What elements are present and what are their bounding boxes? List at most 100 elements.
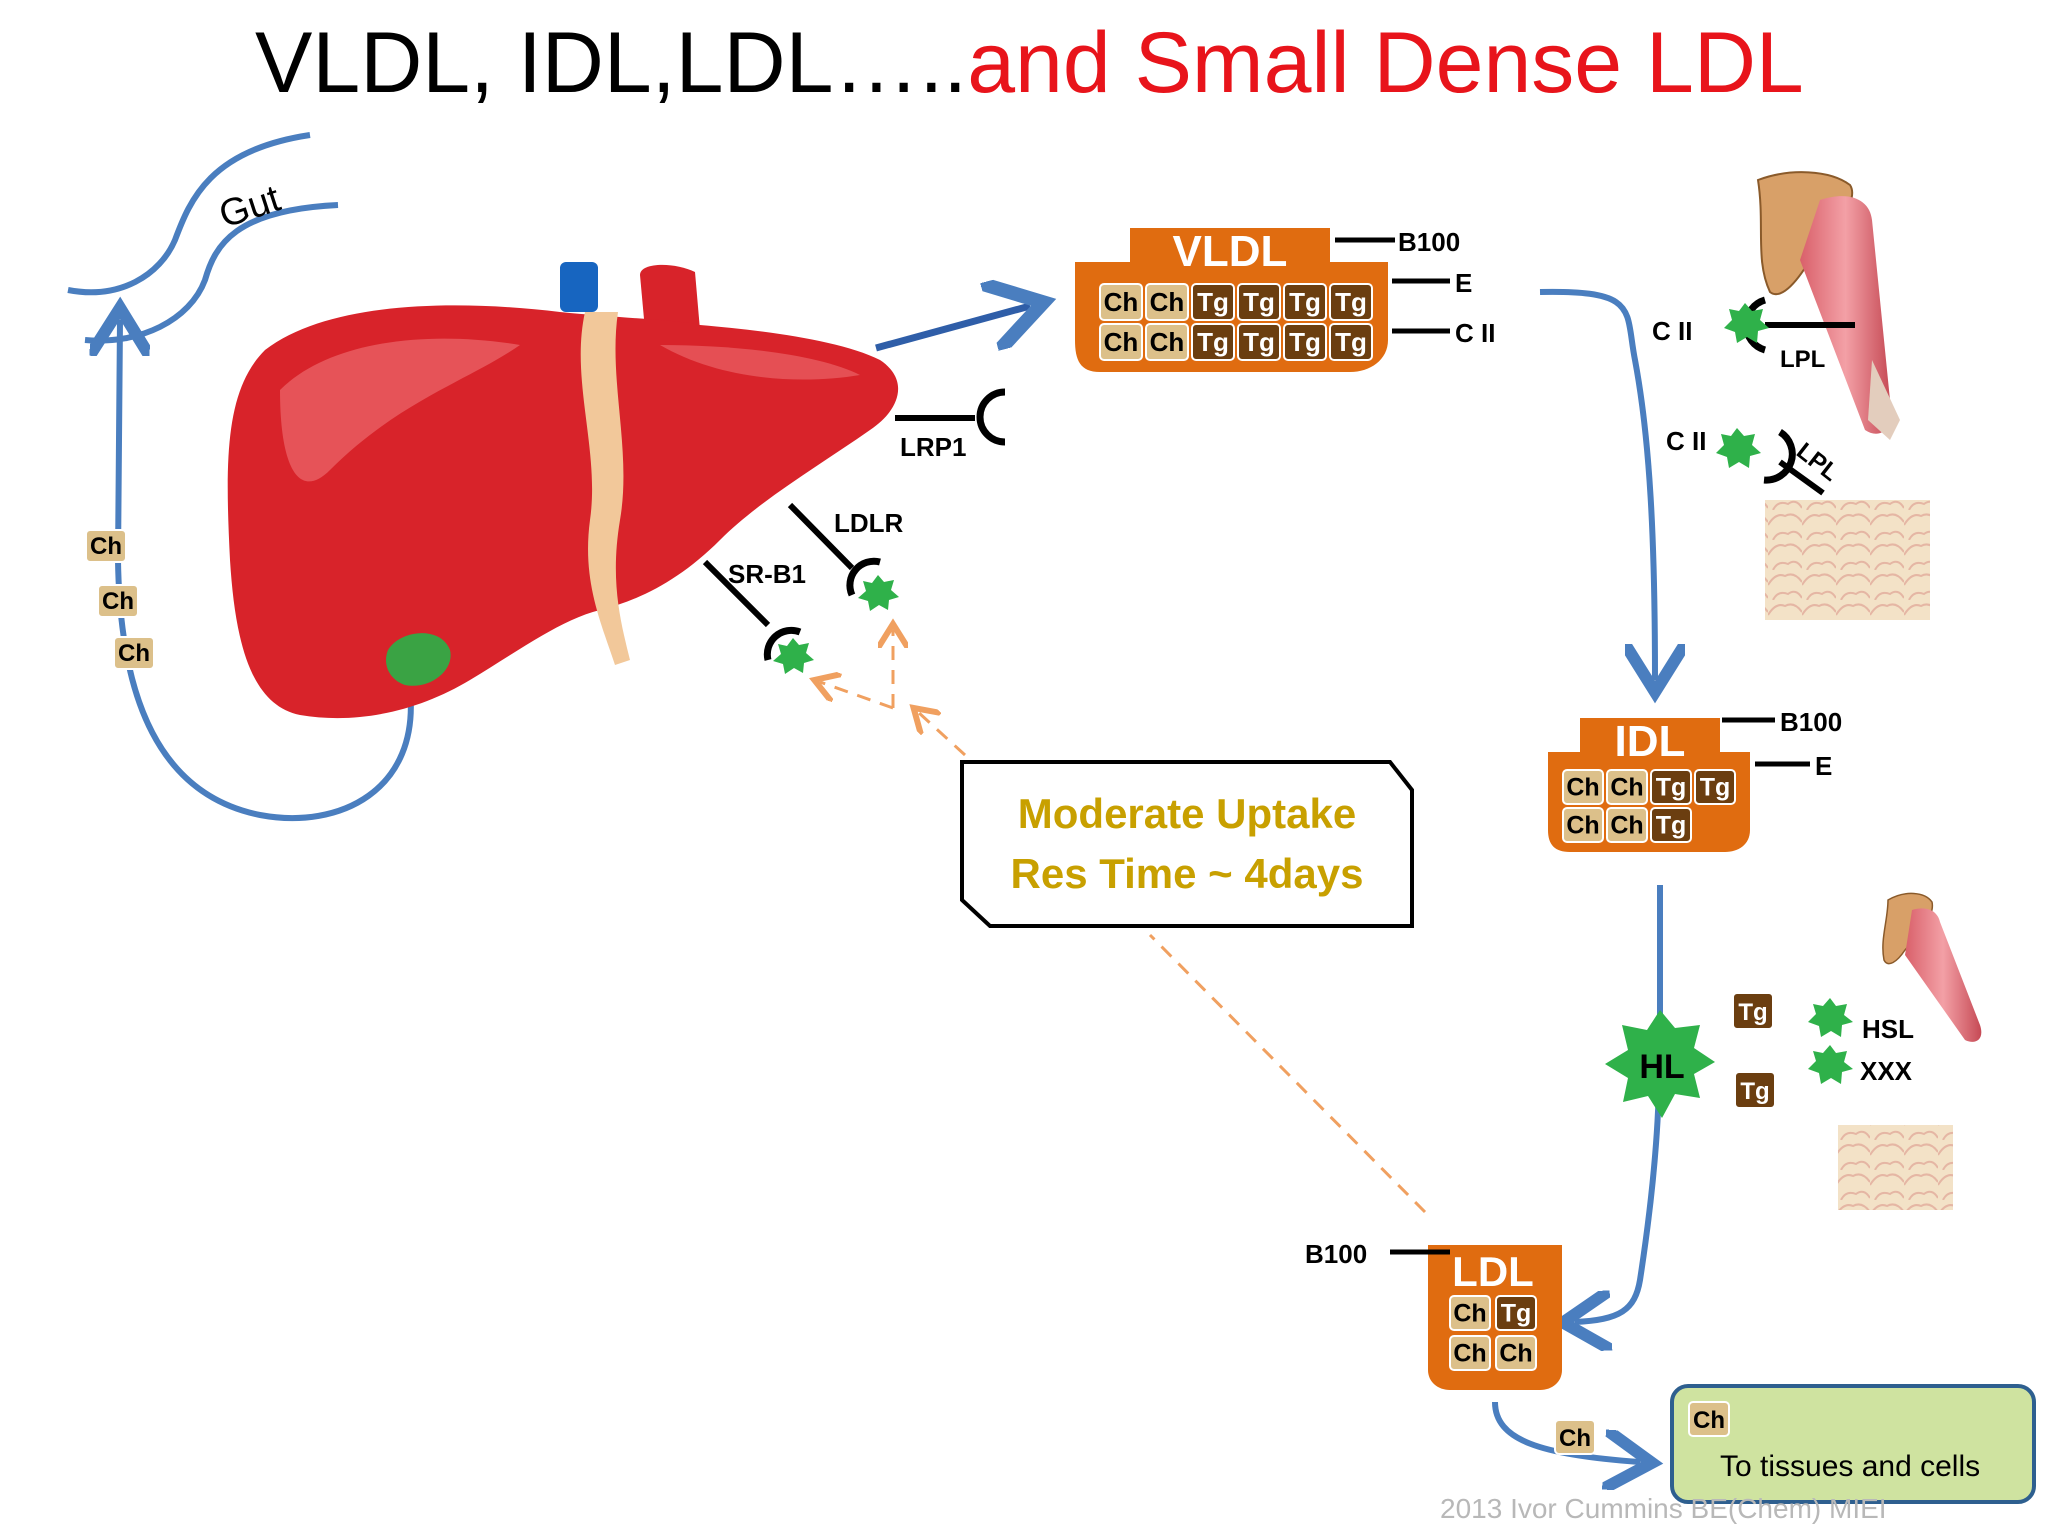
enzyme-burst-icon xyxy=(773,638,814,674)
apo-b100-label: B100 xyxy=(1305,1239,1367,1269)
chip-tg: Tg xyxy=(1283,323,1327,361)
adipose-illustration-small xyxy=(1838,1125,1953,1210)
chip-ch: Ch xyxy=(1099,283,1143,321)
chip-tg: Tg xyxy=(1694,769,1736,805)
uptake-arrows xyxy=(820,630,1427,1214)
svg-text:Ch: Ch xyxy=(1693,1407,1725,1434)
title-part-black: VLDL, IDL,LDL….. xyxy=(255,15,967,111)
vldl-label: VLDL xyxy=(1173,227,1288,276)
chip-ch: Ch xyxy=(1449,1335,1491,1371)
svg-text:Tg: Tg xyxy=(1740,1078,1769,1105)
vena-cava xyxy=(560,262,598,312)
tissues-box: Ch To tissues and cells xyxy=(1670,1384,2036,1504)
svg-text:Tg: Tg xyxy=(1700,774,1731,802)
uptake-callout: Moderate Uptake Res Time ~ 4days xyxy=(960,760,1414,928)
artery xyxy=(640,264,700,330)
chip-ch: Ch xyxy=(1562,807,1604,843)
hl-burst-icon xyxy=(1605,1010,1715,1118)
chip-ch: Ch xyxy=(1562,769,1604,805)
chip-tg: Tg xyxy=(1650,807,1692,843)
liver-to-vldl-arrow xyxy=(875,306,1030,352)
delivered-ch-chip: Ch xyxy=(1554,1419,1596,1455)
chip-ch: Ch xyxy=(1606,769,1648,805)
svg-text:Ch: Ch xyxy=(1150,327,1185,357)
chip-tg: Tg xyxy=(1329,323,1373,361)
chip-tg: Tg xyxy=(1237,283,1281,321)
callout-line1: Moderate Uptake xyxy=(1018,790,1356,837)
idl-label: IDL xyxy=(1615,717,1686,766)
apo-b100-label: B100 xyxy=(1780,707,1842,737)
chip-ch: Ch xyxy=(97,584,139,618)
enzyme-burst-icon xyxy=(1808,998,1853,1037)
srb1-label: SR-B1 xyxy=(728,559,806,589)
hsl-label: HSL xyxy=(1862,1014,1914,1044)
svg-text:Tg: Tg xyxy=(1656,774,1687,802)
gut-label: Gut xyxy=(214,178,286,237)
released-tg: Tg Tg xyxy=(1732,992,1776,1109)
receptor-srb1: SR-B1 xyxy=(702,559,814,674)
idl-to-ldl-arrow xyxy=(1575,885,1663,1322)
hl-enzyme: HL xyxy=(1605,1010,1715,1118)
liver-illustration xyxy=(227,262,899,719)
svg-text:Tg: Tg xyxy=(1243,327,1275,357)
svg-text:Tg: Tg xyxy=(1289,327,1321,357)
svg-text:Tg: Tg xyxy=(1656,812,1687,840)
svg-text:Ch: Ch xyxy=(1499,1340,1532,1368)
muscle-lpl-label: LPL xyxy=(1780,346,1825,373)
svg-text:Tg: Tg xyxy=(1335,327,1367,357)
svg-text:Ch: Ch xyxy=(1104,327,1139,357)
svg-text:Tg: Tg xyxy=(1197,327,1229,357)
chip-ch: Ch xyxy=(1145,323,1189,361)
chip-ch: Ch xyxy=(1145,283,1189,321)
chip-ch: Ch xyxy=(113,636,155,670)
chip-tg: Tg xyxy=(1237,323,1281,361)
chip-ch: Ch xyxy=(1099,323,1143,361)
lipase-enzymes: HSL XXX xyxy=(1808,998,1914,1086)
svg-text:Tg: Tg xyxy=(1289,287,1321,317)
svg-text:Ch: Ch xyxy=(1150,287,1185,317)
svg-text:Ch: Ch xyxy=(1610,812,1643,840)
chip-tg: Tg xyxy=(1191,323,1235,361)
ldlr-label: LDLR xyxy=(834,508,904,538)
chip-ch: Ch xyxy=(85,529,127,563)
enzyme-burst-icon xyxy=(1724,303,1769,343)
enzyme-burst-icon xyxy=(1716,428,1761,468)
svg-text:Ch: Ch xyxy=(1104,287,1139,317)
apo-b100-label: B100 xyxy=(1398,227,1460,257)
vldl-to-idl-arrow xyxy=(1539,288,1655,680)
title-part-red: and Small Dense LDL xyxy=(967,15,1804,111)
svg-text:Tg: Tg xyxy=(1197,287,1229,317)
chip-tg: Tg xyxy=(1732,992,1774,1030)
svg-text:Ch: Ch xyxy=(1610,774,1643,802)
svg-text:Ch: Ch xyxy=(1566,812,1599,840)
muscle-illustration-small xyxy=(1882,892,1982,1042)
chip-ch: Ch xyxy=(1495,1335,1537,1371)
receptor-lrp1: LRP1 xyxy=(895,388,1006,462)
xxx-label: XXX xyxy=(1860,1056,1913,1086)
svg-text:Ch: Ch xyxy=(118,640,150,667)
chip-tg: Tg xyxy=(1329,283,1373,321)
tissues-text: To tissues and cells xyxy=(1720,1450,1980,1483)
svg-text:Ch: Ch xyxy=(1559,1425,1591,1452)
chip-tg: Tg xyxy=(1650,769,1692,805)
gut-shape: Gut xyxy=(67,132,339,344)
receptor-ldlr: LDLR xyxy=(787,502,904,611)
svg-text:Tg: Tg xyxy=(1243,287,1275,317)
svg-text:Tg: Tg xyxy=(1501,1300,1532,1328)
gallbladder-chips: Ch Ch Ch xyxy=(85,529,155,670)
muscle-cii-label: C II xyxy=(1652,316,1692,346)
ldl-label: LDL xyxy=(1452,1248,1534,1295)
chip-ch: Ch xyxy=(1606,807,1648,843)
apo-cii-label: C II xyxy=(1455,318,1495,348)
apo-e-label: E xyxy=(1455,268,1472,298)
hl-label: HL xyxy=(1639,1048,1684,1086)
lrp1-label: LRP1 xyxy=(900,432,966,462)
chip-tg: Tg xyxy=(1495,1295,1537,1331)
